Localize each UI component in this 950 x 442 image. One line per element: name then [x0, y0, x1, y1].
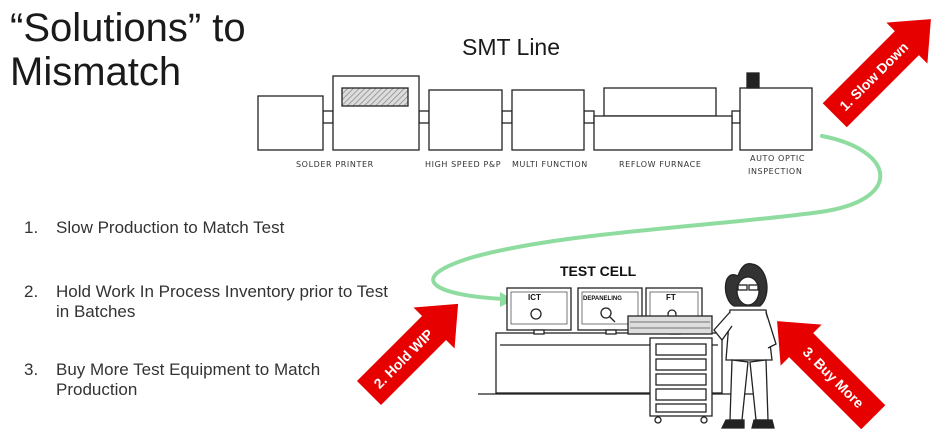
arrow-hold-wip: 2. Hold WIP: [356, 303, 459, 406]
list-item: 2. Hold Work In Process Inventory prior …: [24, 282, 396, 322]
list-item: 3. Buy More Test Equipment to Match Prod…: [24, 360, 396, 400]
wheel: [654, 416, 662, 424]
connector: [731, 110, 741, 124]
drawer: [655, 373, 707, 386]
glasses-left: [737, 284, 748, 291]
list-number: 1.: [24, 218, 39, 237]
screen-label-ict: ICT: [528, 293, 541, 302]
face: [736, 276, 760, 306]
connector: [583, 110, 595, 124]
wip-boards: [627, 315, 713, 335]
label-high-speed-pnp: HIGH SPEED P&P: [425, 160, 501, 169]
ict-gear-icon: [530, 308, 542, 320]
arrow-shape: [777, 321, 886, 430]
magnifier-handle: [609, 316, 616, 323]
solder-printer: [332, 75, 420, 151]
list-number: 2.: [24, 282, 39, 301]
right-arm: [765, 311, 777, 349]
list-item: 1. Slow Production to Match Test: [24, 218, 396, 238]
auto-optic-inspection: [739, 87, 813, 151]
connector: [322, 110, 334, 124]
title-line-1: “Solutions” to: [10, 6, 246, 50]
arrow-shape: [356, 303, 459, 406]
drawer: [655, 358, 707, 371]
connector: [501, 110, 513, 124]
magnifier-icon: [600, 307, 612, 319]
list-text: Buy More Test Equipment to Match Product…: [56, 360, 321, 399]
torso: [725, 309, 773, 361]
label-auto-optic: AUTO OPTIC: [750, 154, 805, 163]
label-inspection: INSPECTION: [748, 167, 802, 176]
right-leg: [749, 359, 769, 421]
list-number: 3.: [24, 360, 39, 379]
left-leg: [729, 359, 749, 421]
label-solder-printer: SOLDER PRINTER: [296, 160, 374, 169]
reflow-furnace: [593, 115, 733, 151]
drawer: [655, 403, 707, 413]
arrow-slow-down: 1. Slow Down: [822, 19, 931, 128]
multi-function: [511, 89, 585, 151]
test-cell-title: TEST CELL: [560, 263, 637, 279]
connector: [418, 110, 430, 124]
screen-label-depaneling: DEPANELING: [583, 296, 622, 302]
label-multi-function: MULTI FUNCTION: [512, 160, 588, 169]
glasses-right: [748, 284, 759, 291]
high-speed-pnp: [428, 89, 503, 151]
left-shoe: [720, 419, 745, 429]
drawer: [655, 343, 707, 356]
reflow-top: [603, 87, 717, 117]
flow-line: [431, 134, 883, 301]
input-conveyor: [257, 95, 324, 151]
test-cell: [478, 287, 760, 424]
aoi-beacon: [746, 72, 760, 89]
wheel: [700, 416, 708, 424]
arrow-buy-more: 3. Buy More: [777, 321, 886, 430]
title-line-2: Mismatch: [10, 50, 182, 94]
engineer-figure: [713, 263, 777, 429]
left-arm: [713, 311, 733, 342]
screen-label-ft: FT: [666, 293, 676, 302]
arrow-label: 1. Slow Down: [836, 39, 911, 114]
slide-title: “Solutions” to Mismatch: [10, 6, 246, 94]
drawer: [655, 388, 707, 401]
right-shoe: [751, 419, 775, 429]
smt-labels: SOLDER PRINTER HIGH SPEED P&P MULTI FUNC…: [296, 154, 805, 176]
screen-stand: [605, 329, 617, 335]
screen-stand: [533, 329, 545, 335]
smt-line-title: SMT Line: [462, 34, 561, 60]
label-reflow-furnace: REFLOW FURNACE: [619, 160, 702, 169]
list-text: Slow Production to Match Test: [56, 218, 285, 237]
list-text: Hold Work In Process Inventory prior to …: [56, 282, 388, 321]
smt-line: [257, 72, 813, 151]
arrow-shape: [822, 19, 931, 128]
printer-window: [341, 87, 409, 107]
